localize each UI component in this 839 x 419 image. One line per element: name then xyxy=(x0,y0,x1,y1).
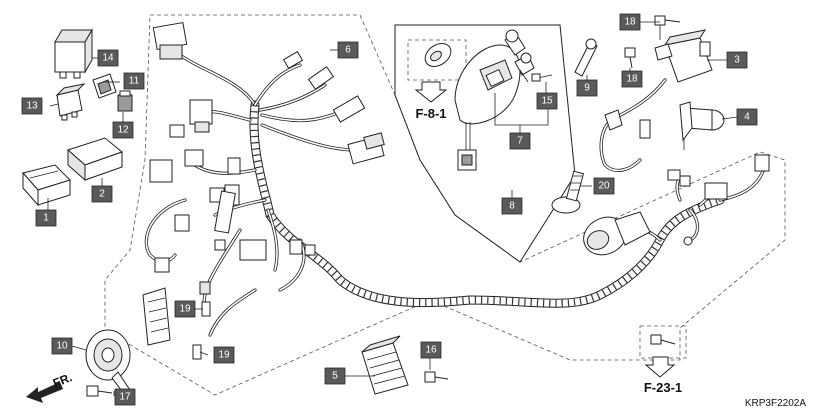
regulator-5 xyxy=(361,335,409,395)
bolt-18-lower xyxy=(624,47,636,69)
svg-text:3: 3 xyxy=(734,55,740,66)
front-label: FR. xyxy=(51,370,74,390)
connector-12 xyxy=(117,90,133,112)
ignition-switch-frame xyxy=(394,24,576,263)
svg-text:18: 18 xyxy=(624,17,636,28)
callout-13: 13 xyxy=(21,97,43,115)
svg-text:6: 6 xyxy=(345,45,351,56)
svg-text:F-23-1: F-23-1 xyxy=(644,380,682,395)
callout-2: 2 xyxy=(91,185,113,203)
svg-text:14: 14 xyxy=(102,53,114,64)
band-19-upper xyxy=(201,301,211,317)
relay-13 xyxy=(55,83,86,121)
cable-tie-20 xyxy=(551,170,585,214)
callout-12: 12 xyxy=(112,121,134,139)
ref-f-8-1[interactable]: F-8-1 xyxy=(415,106,446,121)
f23-arrow-icon xyxy=(644,356,676,378)
callout-4: 4 xyxy=(736,108,758,126)
harness-connectors xyxy=(149,21,770,295)
ignition-switch xyxy=(424,29,553,171)
callout-14: 14 xyxy=(97,49,119,67)
svg-text:19: 19 xyxy=(179,304,191,315)
callout-18-upper: 18 xyxy=(619,13,641,31)
front-arrow-icon xyxy=(26,382,63,403)
ignition-coil-3 xyxy=(599,20,713,173)
horn-10 xyxy=(85,329,131,396)
svg-text:8: 8 xyxy=(509,201,515,212)
ref-f-23-1[interactable]: F-23-1 xyxy=(644,380,682,395)
key-9 xyxy=(574,38,598,77)
svg-text:7: 7 xyxy=(517,136,523,147)
svg-text:11: 11 xyxy=(129,76,140,87)
svg-text:20: 20 xyxy=(598,181,610,192)
svg-text:10: 10 xyxy=(56,341,68,352)
callout-17: 17 xyxy=(114,388,136,406)
svg-text:5: 5 xyxy=(332,371,338,382)
bolt-18-upper xyxy=(654,15,681,26)
svg-text:12: 12 xyxy=(117,125,129,136)
callout-8: 8 xyxy=(501,197,523,215)
relay-11 xyxy=(92,73,117,99)
svg-text:1: 1 xyxy=(43,213,49,224)
relay-box-2 xyxy=(67,137,124,182)
svg-text:16: 16 xyxy=(425,345,437,356)
bolt-f23 xyxy=(650,334,676,345)
callout-19-upper: 19 xyxy=(174,300,196,318)
svg-text:18: 18 xyxy=(626,74,638,85)
callout-1: 1 xyxy=(35,209,57,227)
svg-text:2: 2 xyxy=(99,189,105,200)
bolt-17 xyxy=(86,385,113,397)
callout-5: 5 xyxy=(324,367,346,385)
cover-1 xyxy=(22,164,71,207)
svg-text:FR.: FR. xyxy=(51,370,74,390)
callout-7: 7 xyxy=(509,132,531,150)
callout-10: 10 xyxy=(51,337,73,355)
callout-20: 20 xyxy=(593,177,615,195)
svg-text:13: 13 xyxy=(26,101,38,112)
spark-plug-cap-4 xyxy=(679,101,725,150)
f81-arrow-icon xyxy=(414,81,448,103)
svg-text:F-8-1: F-8-1 xyxy=(415,106,446,121)
svg-text:17: 17 xyxy=(119,392,131,403)
band-19-lower xyxy=(192,344,202,360)
f23-ref-frame xyxy=(639,325,687,359)
callout-16: 16 xyxy=(420,341,442,359)
svg-text:4: 4 xyxy=(744,112,750,123)
relay-14 xyxy=(54,28,93,79)
svg-text:15: 15 xyxy=(541,96,553,107)
callout-6: 6 xyxy=(337,41,359,59)
svg-text:9: 9 xyxy=(584,83,590,94)
fuse-holder xyxy=(142,287,171,346)
bolt-16 xyxy=(424,371,449,383)
callout-19-lower: 19 xyxy=(213,346,235,364)
callout-15: 15 xyxy=(536,92,558,110)
svg-text:19: 19 xyxy=(218,350,230,361)
diagram-code: KRP3F2202A xyxy=(744,398,806,409)
callout-18-lower: 18 xyxy=(621,70,643,88)
callout-11: 11 xyxy=(123,72,145,90)
callout-3: 3 xyxy=(726,51,748,69)
callout-9: 9 xyxy=(576,79,598,97)
